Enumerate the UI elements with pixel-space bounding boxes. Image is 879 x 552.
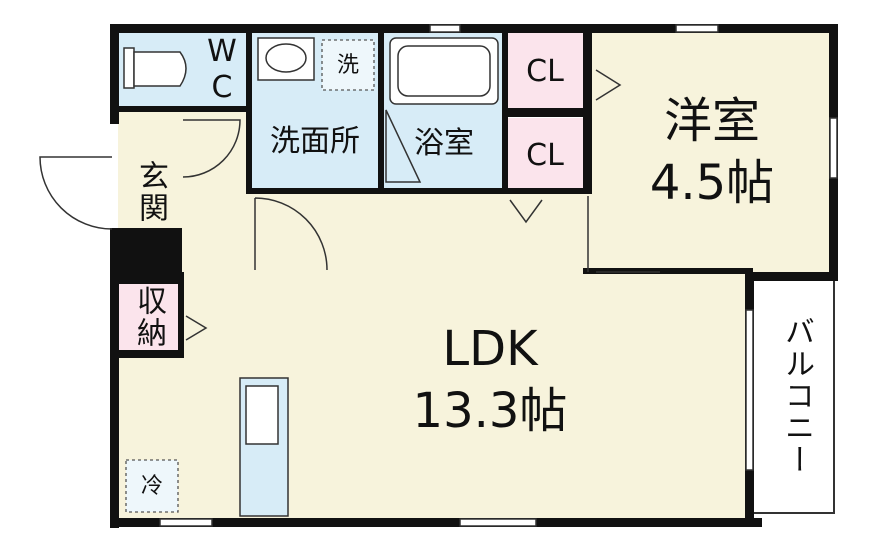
storage-floor	[118, 282, 178, 350]
closet-bottom-label: CL	[526, 138, 564, 173]
washer-space	[321, 39, 375, 91]
kitchen-counter	[239, 377, 289, 517]
balcony-label: バルコニー	[779, 316, 814, 476]
windows	[159, 24, 838, 527]
ldk-size: 13.3帖	[412, 383, 568, 440]
doors	[39, 69, 660, 341]
entrance-hall-floor	[118, 110, 251, 195]
entrance-label: 玄関	[133, 160, 168, 224]
washbasin-icon	[257, 37, 315, 81]
western-room-floor	[591, 32, 834, 273]
western-room-size: 4.5帖	[649, 155, 775, 212]
closet-top-label: CL	[526, 54, 564, 89]
wc-label-line1: W	[207, 34, 237, 69]
toilet-icon	[123, 47, 187, 89]
closet-top-floor	[506, 32, 584, 110]
ldk-name: LDK	[442, 321, 538, 378]
fridge-space	[125, 459, 179, 513]
bath-label: 浴室	[414, 126, 474, 161]
wc-label-line2: C	[211, 70, 233, 105]
storage-label: 収納	[131, 285, 166, 349]
fridge-label: 冷	[140, 474, 164, 499]
balcony-floor	[752, 279, 835, 514]
washer-label: 洗	[336, 53, 360, 78]
western-room-name: 洋室	[663, 93, 761, 150]
closet-bottom-floor	[506, 118, 584, 192]
bathtub-icon	[389, 37, 499, 105]
washroom-label: 洗面所	[270, 124, 360, 159]
